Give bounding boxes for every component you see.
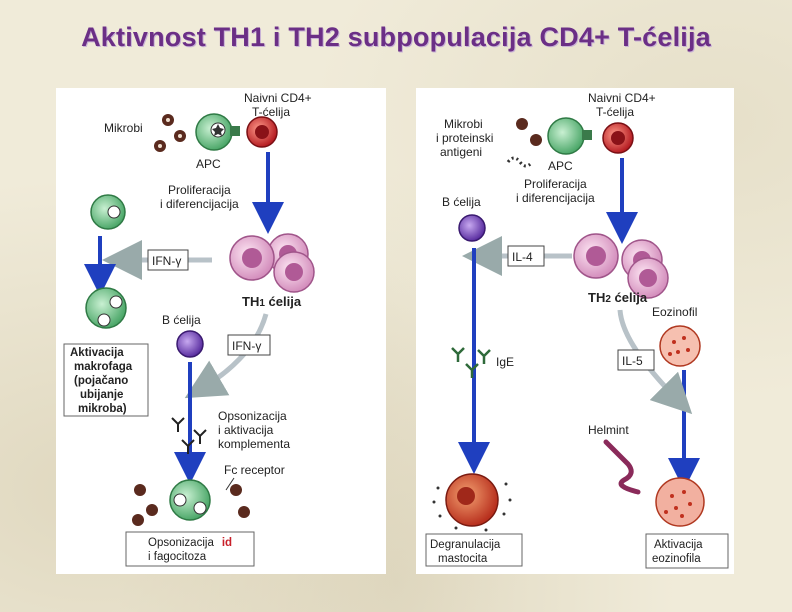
degran-label-1: Degranulacija	[430, 539, 501, 551]
apc-label: APC	[196, 157, 221, 171]
microbes-label-1: Mikrobi	[444, 117, 483, 131]
opson-label-2: i aktivacija	[218, 423, 274, 437]
page-title: Aktivnost TH1 i TH2 subpopulacija CD4+ T…	[81, 22, 711, 52]
prolif-label-2: i diferencijacija	[516, 191, 595, 205]
macro-label-1: Aktivacija	[70, 347, 124, 359]
th2-cells-icon	[573, 233, 669, 299]
apc-cell-icon	[195, 113, 240, 151]
macrophage-icon	[90, 194, 126, 230]
phagocyte-icon	[132, 479, 250, 526]
fc-pointer	[225, 477, 235, 491]
microbe-icon	[154, 114, 186, 152]
microbes-label-3: antigeni	[440, 145, 482, 159]
opson-label-1: Opsonizacija	[218, 409, 287, 423]
eosact-label-1: Aktivacija	[654, 539, 703, 551]
eos-activation-box	[645, 533, 729, 569]
naive-label-1: Naivni CD4+	[244, 91, 312, 105]
il4-label: IL-4	[512, 250, 533, 264]
macrophage-activation-box	[63, 343, 149, 417]
eosinophil-icon	[659, 325, 701, 367]
th1-cells-icon	[229, 233, 315, 293]
th2-label: TH2 ćelija	[588, 290, 648, 305]
opson-label-3: komplementa	[218, 437, 290, 451]
ifng-label-2: IFN-γ	[232, 339, 261, 353]
prolif-label-2: i diferencijacija	[160, 197, 239, 211]
activated-eosinophil-icon	[655, 477, 705, 527]
macro-label-4: ubijanje	[80, 389, 123, 401]
b-cell-icon	[176, 330, 204, 358]
il5-box	[617, 349, 655, 371]
th1-diagram: Mikrobi APC Naivni CD4+ T-ćelija Prolife…	[63, 91, 315, 567]
naive-label-1: Naivni CD4+	[588, 91, 656, 105]
antibody-icon	[171, 417, 207, 454]
macro-label-3: (pojačano	[74, 375, 128, 387]
phagocytosis-box	[125, 531, 255, 567]
degranulation-box	[425, 533, 523, 567]
macro-label-5: mikroba)	[78, 403, 127, 415]
mast-cell-icon	[432, 473, 512, 532]
naive-t-cell-icon	[246, 116, 278, 148]
il4-box	[507, 245, 545, 267]
eosact-label-2: eozinofila	[652, 553, 701, 565]
naive-t-cell-icon	[602, 122, 634, 154]
ige-antibody-icon	[451, 347, 491, 378]
b-cell-icon	[458, 214, 486, 242]
degran-label-2: mastocita	[438, 553, 488, 565]
helmint-label: Helmint	[588, 423, 629, 437]
bcell-label: B ćelija	[162, 313, 201, 327]
microbe-icon	[506, 118, 542, 168]
eos-label: Eozinofil	[652, 305, 697, 319]
fc-label: Fc receptor	[224, 463, 285, 477]
fago-label-2: i fagocitoza	[148, 551, 207, 563]
th2-diagram: Mikrobi i proteinski antigeni APC Naivni…	[425, 91, 729, 569]
microbes-label-2: i proteinski	[436, 131, 493, 145]
ifng-box-1	[147, 249, 189, 271]
il5-label: IL-5	[622, 354, 643, 368]
prolif-label-1: Proliferacija	[168, 183, 231, 197]
naive-label-2: T-ćelija	[596, 105, 634, 119]
microbes-label: Mikrobi	[104, 121, 143, 135]
prolif-label-1: Proliferacija	[524, 177, 587, 191]
ifng-arrow-2	[184, 313, 269, 399]
helmint-icon	[603, 439, 641, 495]
bcell-label: B ćelija	[442, 195, 481, 209]
activated-macrophage-icon	[85, 287, 127, 329]
apc-cell-icon	[547, 117, 592, 155]
macro-label-2: makrofaga	[74, 361, 133, 373]
th2-panel: Mikrobi i proteinski antigeni APC Naivni…	[416, 88, 734, 574]
ige-label: IgE	[496, 355, 514, 369]
ifng-label-1: IFN-γ	[152, 254, 181, 268]
th1-panel: Mikrobi APC Naivni CD4+ T-ćelija Prolife…	[56, 88, 386, 574]
th1-label: TH1 ćelija	[242, 294, 302, 309]
ifng-box-2	[227, 334, 271, 356]
apc-label: APC	[548, 159, 573, 173]
naive-label-2: T-ćelija	[252, 105, 290, 119]
